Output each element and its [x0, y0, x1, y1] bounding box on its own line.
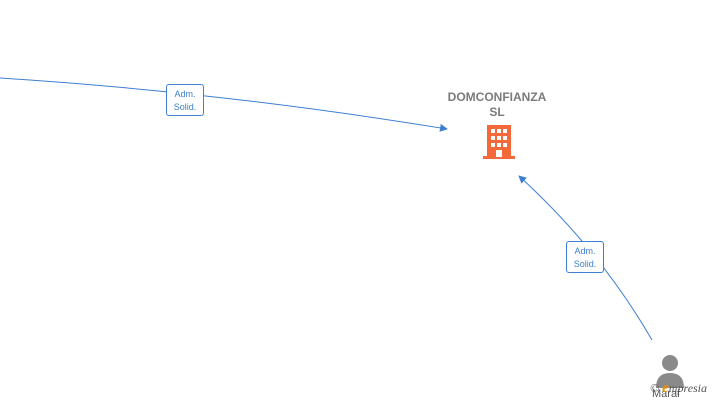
brand-initial: e	[662, 380, 669, 396]
edge-label-line1: Adm.	[174, 89, 196, 99]
empresia-watermark: © empresia	[650, 380, 707, 397]
edge-line-left[interactable]	[0, 77, 448, 132]
person-icon[interactable]	[656, 355, 684, 388]
edge-label-bottom[interactable]: Adm. Solid.	[566, 241, 604, 273]
copyright-symbol: ©	[650, 381, 660, 395]
edge-label-left[interactable]: Adm. Solid.	[166, 84, 204, 116]
edge-label-line2: Solid.	[573, 259, 597, 269]
edge-label-line1: Adm.	[574, 246, 596, 256]
company-name-line1: DOMCONFIANZA	[447, 90, 547, 104]
company-name[interactable]: DOMCONFIANZA SL	[437, 90, 557, 120]
edge-label-line2: Solid.	[173, 102, 197, 112]
brand-name: mpresia	[668, 381, 708, 395]
building-icon[interactable]	[483, 125, 515, 159]
person-name[interactable]: Maraf	[652, 388, 681, 400]
company-name-line2: SL	[489, 105, 505, 119]
